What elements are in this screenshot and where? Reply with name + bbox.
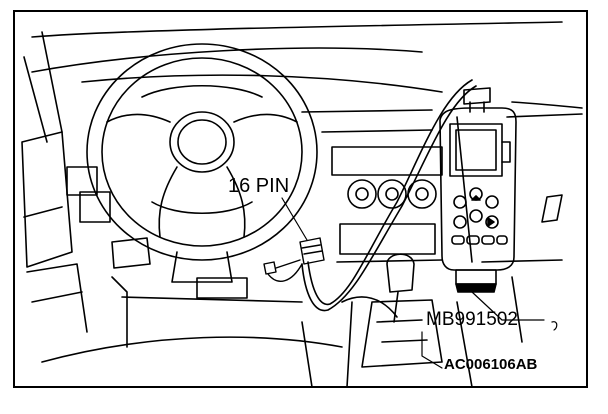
connector-label: 16 PIN xyxy=(228,175,290,197)
center-console xyxy=(331,146,443,318)
steering-wheel xyxy=(86,43,318,261)
scan-tool-device xyxy=(439,87,517,293)
leader-lines xyxy=(281,197,558,369)
gear-shifter xyxy=(346,253,473,386)
dashboard-illustration xyxy=(21,21,583,386)
left-door-panel xyxy=(21,131,111,333)
floor-outline xyxy=(41,116,563,386)
illustration-frame xyxy=(13,10,588,388)
tool-part-number-label: MB991502 xyxy=(426,309,518,330)
16-pin-connector xyxy=(263,237,325,282)
windshield-lines xyxy=(23,21,563,143)
figure-code-label: AC006106AB xyxy=(444,356,538,373)
dashboard-outline xyxy=(81,74,583,133)
tester-cable xyxy=(301,79,477,312)
steering-column xyxy=(111,237,303,348)
